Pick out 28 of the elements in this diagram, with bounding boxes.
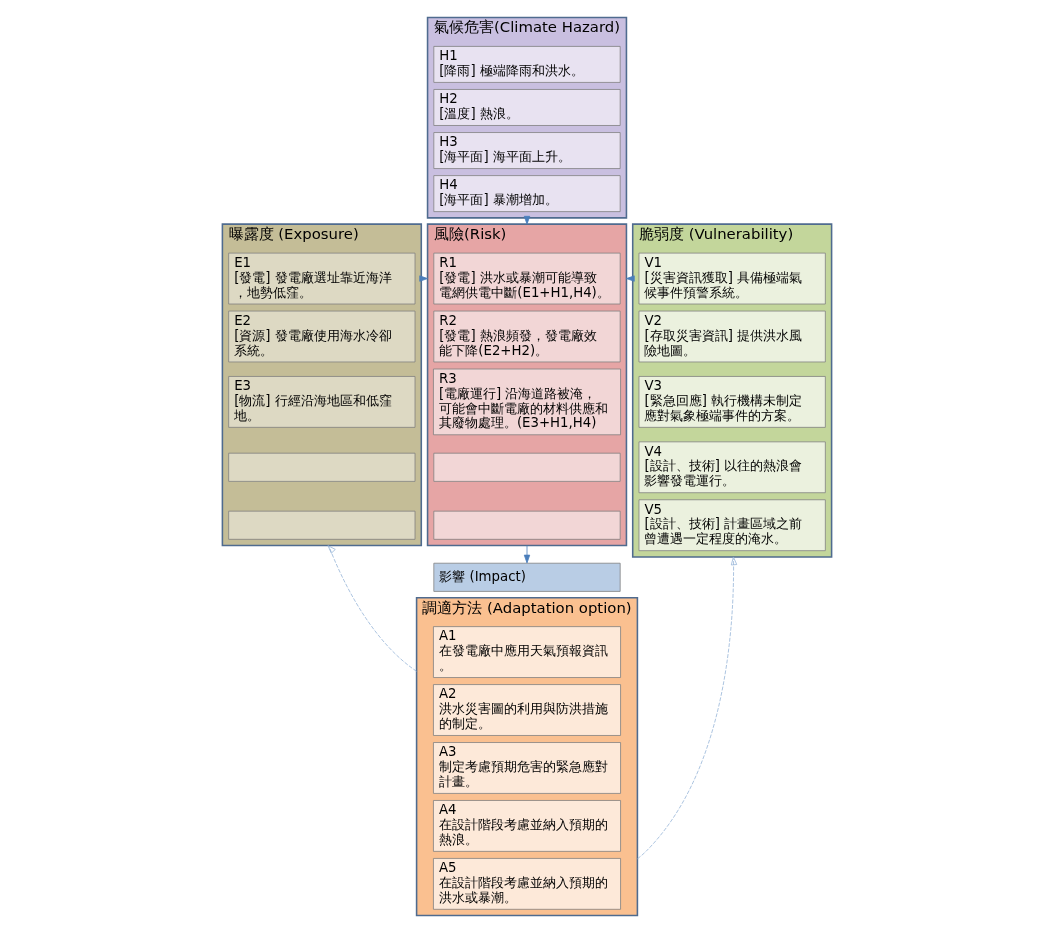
node-box: A4 在設計階段考慮並納入預期的熱浪。 xyxy=(432,800,621,852)
arrow xyxy=(636,556,737,860)
node-box xyxy=(227,510,415,540)
node-box: H4 [海平面] 暴潮增加。 xyxy=(432,175,621,212)
node-box: H1 [降雨] 極端降雨和洪水。 xyxy=(432,46,621,83)
node-box xyxy=(432,510,621,540)
node-box: A1 在發電廠中應用天氣預報資訊。 xyxy=(432,626,621,678)
node-box: A2 洪水災害圖的利用與防洪措施的制定。 xyxy=(432,684,621,736)
node-box: A3 制定考慮預期危害的緊急應對計畫。 xyxy=(432,742,621,794)
node-box: E3 [物流] 行經沿海地區和低窪地。 xyxy=(227,376,415,428)
node-box: E1 [發電] 發電廠選址靠近海洋，地勢低窪。 xyxy=(227,252,415,305)
node-box: R3 [電廠運行] 沿海道路被淹，可能會中斷電廠的材料供應和其廢物處理。(E3+H1,H4) xyxy=(432,368,621,436)
node-box: V4 [設計、技術] 以往的熱浪會影響發電運行。 xyxy=(638,441,826,494)
node-box: V5 [設計、技術] 計畫區域之前曾遭遇一定程度的淹水。 xyxy=(638,499,826,552)
arrow xyxy=(327,545,417,672)
node-box: V3 [緊急回應] 執行機構未制定應對氣象極端事件的方案。 xyxy=(638,376,826,428)
node-box: E2 [資源] 發電廠使用海水冷卻系統。 xyxy=(227,310,415,363)
node-box xyxy=(432,452,621,482)
arrow xyxy=(523,545,530,564)
node-box xyxy=(227,452,415,482)
node-box: V1 [災害資訊獲取] 具備極端氣候事件預警系統。 xyxy=(638,252,826,305)
node-box: H2 [溫度] 熱浪。 xyxy=(432,89,621,126)
node-box: R2 [發電] 熱浪頻發，發電廠效能下降(E2+H2)。 xyxy=(432,310,621,363)
node-box: H3 [海平面] 海平面上升。 xyxy=(432,132,621,169)
node-box: R1 [發電] 洪水或暴潮可能導致電網供電中斷(E1+H1,H4)。 xyxy=(432,252,621,305)
node-box: A5 在設計階段考慮並納入預期的洪水或暴潮。 xyxy=(432,858,621,910)
node-box: 影響 (Impact) xyxy=(432,562,621,592)
node-box: V2 [存取災害資訊] 提供洪水風險地圖。 xyxy=(638,310,826,363)
